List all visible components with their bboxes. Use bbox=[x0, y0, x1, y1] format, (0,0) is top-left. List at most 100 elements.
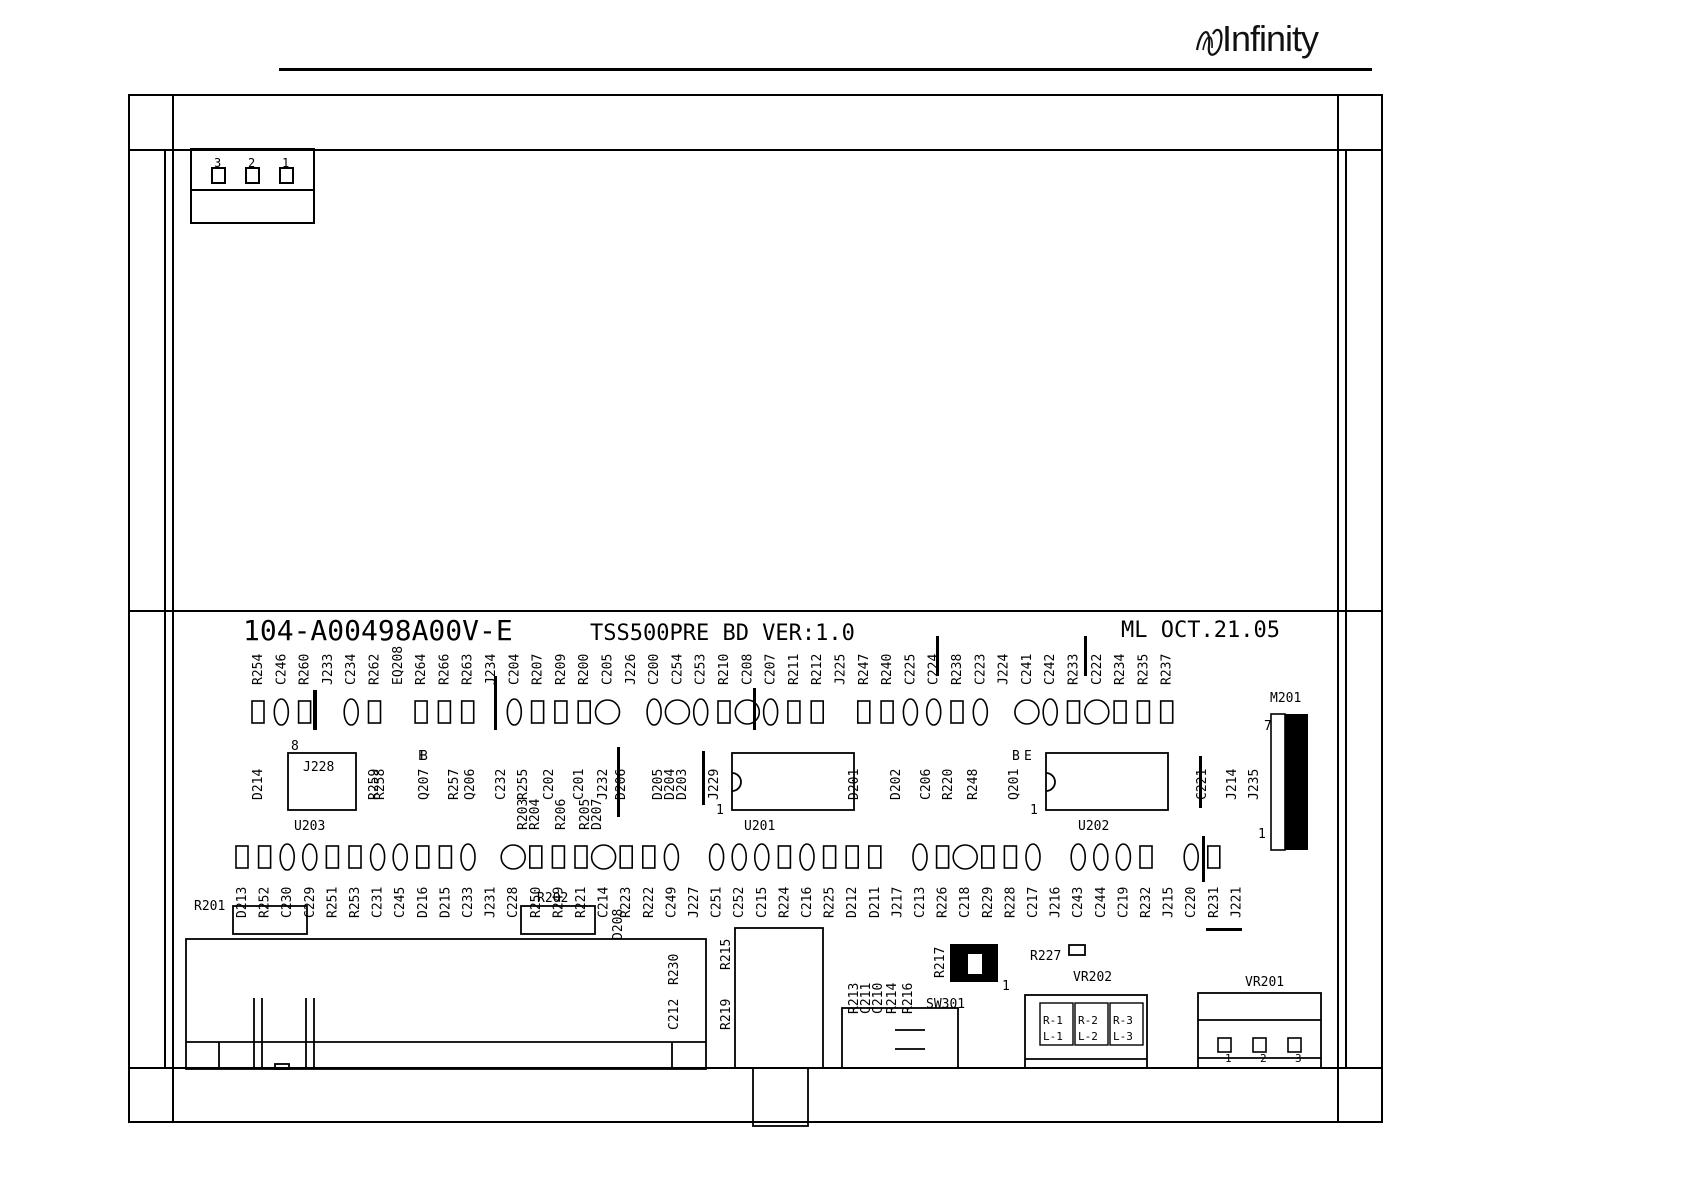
pin-label: 3 bbox=[214, 156, 221, 170]
vr202-grid bbox=[1039, 1002, 1144, 1046]
component-label: R212 bbox=[810, 654, 825, 685]
component-label: J225 bbox=[834, 654, 849, 685]
component-label: R225 bbox=[823, 887, 838, 918]
electrolytic-capacitor-body bbox=[590, 844, 617, 870]
capacitor-body bbox=[708, 843, 725, 871]
component-label: R251 bbox=[325, 887, 340, 918]
component-label: R219 bbox=[719, 999, 734, 1030]
component-label: D214 bbox=[251, 769, 266, 800]
component-label: C234 bbox=[344, 654, 359, 685]
resistor-body bbox=[438, 845, 453, 869]
component-label: C213 bbox=[913, 887, 928, 918]
component-label: R259 bbox=[367, 769, 382, 800]
resistor-body bbox=[325, 845, 340, 869]
component-label: VR201 bbox=[1245, 975, 1284, 990]
capacitor-body bbox=[799, 843, 815, 871]
resistor-body bbox=[460, 700, 475, 724]
resistor-body bbox=[251, 700, 265, 724]
component-label: R263 bbox=[461, 654, 476, 685]
capacitor-body bbox=[1025, 843, 1041, 871]
component-label: R248 bbox=[966, 769, 981, 800]
component-label: R211 bbox=[787, 654, 802, 685]
component-label: R235 bbox=[1136, 654, 1151, 685]
resistor-body bbox=[1066, 700, 1081, 724]
resistor-body bbox=[551, 845, 566, 869]
component-label: R224 bbox=[777, 887, 792, 918]
component-label: R250 bbox=[529, 887, 544, 918]
component-label: R266 bbox=[437, 654, 452, 685]
component-label: R221 bbox=[574, 887, 589, 918]
component-label: C249 bbox=[664, 887, 679, 918]
component-label: R217 bbox=[933, 947, 948, 978]
vr202-cell: L-2 bbox=[1078, 1030, 1098, 1043]
component-label: R201 bbox=[194, 899, 225, 914]
component-label: R240 bbox=[880, 654, 895, 685]
resistor-body bbox=[717, 700, 731, 724]
component-label: D205 bbox=[651, 769, 666, 800]
pin-label: 1 bbox=[282, 156, 289, 170]
component-label: C252 bbox=[732, 887, 747, 918]
component-label: B bbox=[1012, 749, 1020, 764]
component-label: 1 bbox=[1030, 803, 1038, 818]
component-label: 8 bbox=[291, 739, 299, 754]
component-label: J226 bbox=[624, 654, 639, 685]
component-label: R233 bbox=[1067, 654, 1082, 685]
component-label: D208 bbox=[611, 909, 626, 940]
component-label: R255 bbox=[516, 769, 531, 800]
header-rule bbox=[279, 68, 1372, 71]
component-label: J217 bbox=[890, 887, 905, 918]
resistor-body bbox=[1159, 700, 1174, 724]
component-label: R220 bbox=[941, 769, 956, 800]
resistor-body bbox=[619, 845, 634, 869]
vr202-cell: R-3 bbox=[1113, 1014, 1133, 1027]
capacitor-body bbox=[392, 843, 409, 871]
component-label: D212 bbox=[845, 887, 860, 918]
component-label: R203 bbox=[516, 799, 531, 830]
switch-window bbox=[968, 954, 982, 974]
component-label: C205 bbox=[601, 654, 616, 685]
resistor-body bbox=[880, 700, 894, 724]
component-label: C201 bbox=[572, 769, 587, 800]
resistor-body bbox=[414, 700, 428, 724]
component-label: B bbox=[420, 749, 428, 764]
infinity-logo-icon bbox=[1195, 28, 1223, 56]
capacitor-body bbox=[460, 843, 476, 871]
resistor-body bbox=[950, 700, 964, 724]
component-label: R202 bbox=[537, 891, 568, 906]
bottom-section bbox=[185, 905, 1322, 1127]
pin-label: 1 bbox=[1225, 1052, 1232, 1065]
electrolytic-capacitor-body bbox=[500, 844, 527, 870]
component-label: C206 bbox=[919, 769, 934, 800]
component-label: C229 bbox=[303, 887, 318, 918]
component-label: C212 bbox=[667, 999, 682, 1030]
component-label: R214 bbox=[885, 983, 900, 1014]
capacitor-body bbox=[663, 843, 680, 871]
resistor-body bbox=[777, 845, 792, 869]
component-label: J224 bbox=[997, 654, 1012, 685]
component-label: C218 bbox=[958, 887, 973, 918]
component-label: C230 bbox=[280, 887, 295, 918]
component-label: J216 bbox=[1049, 887, 1064, 918]
resistor-body bbox=[1207, 845, 1221, 869]
part-number: 104-A00498A00V-E bbox=[243, 614, 513, 647]
component-label: C216 bbox=[800, 887, 815, 918]
component-label: U203 bbox=[294, 819, 325, 834]
resistor-body bbox=[415, 845, 430, 869]
component-label: D207 bbox=[590, 799, 605, 830]
resistor-body bbox=[1113, 700, 1127, 724]
component-label: R228 bbox=[1003, 887, 1018, 918]
capacitor-body bbox=[343, 698, 360, 726]
resistor-body bbox=[787, 700, 801, 724]
component-label: J214 bbox=[1225, 769, 1240, 800]
capacitor-body bbox=[753, 843, 770, 871]
capacitor-body bbox=[925, 698, 942, 726]
component-label: Q201 bbox=[1007, 769, 1022, 800]
component-label: R254 bbox=[251, 654, 266, 685]
capacitor-body bbox=[279, 843, 296, 871]
component-label: R247 bbox=[857, 654, 872, 685]
component-label: VR202 bbox=[1073, 970, 1112, 985]
component-label: D215 bbox=[438, 887, 453, 918]
author-date: ML OCT.21.05 bbox=[1121, 618, 1280, 643]
pin-label: 2 bbox=[248, 156, 255, 170]
